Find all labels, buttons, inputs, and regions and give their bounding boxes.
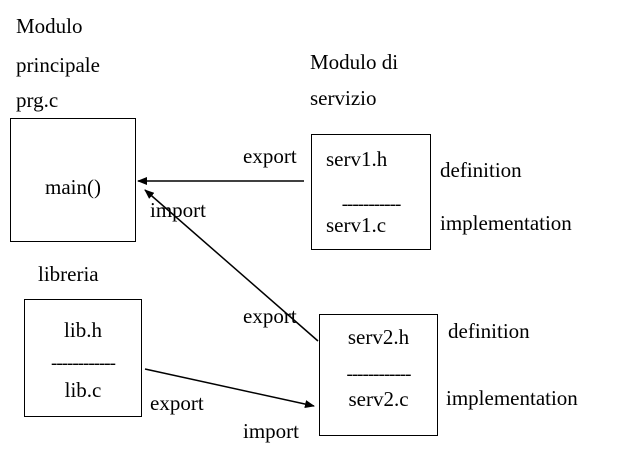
serv1-export-label: export: [243, 144, 297, 168]
library-header-label: lib.h: [64, 318, 102, 342]
main-module-box: main(): [10, 118, 136, 242]
lib-export-label: export: [150, 391, 204, 415]
serv2-box: serv2.h ------------ serv2.c: [319, 314, 438, 436]
main-module-title-line-3: prg.c: [16, 88, 59, 112]
main-import-label: import: [150, 198, 206, 222]
serv1-source-label: serv1.c: [326, 213, 387, 237]
main-module-title-line-2: principale: [16, 53, 100, 77]
serv1-implementation-label: implementation: [440, 211, 572, 235]
service-module-title-line-2: servizio: [310, 86, 377, 110]
serv2-source-label: serv2.c: [348, 387, 409, 411]
library-box: lib.h ------------ lib.c: [24, 299, 142, 417]
serv2-export-label: export: [243, 304, 297, 328]
serv1-definition-label: definition: [440, 158, 522, 182]
library-separator: ------------: [51, 353, 116, 374]
serv1-separator: -----------: [341, 194, 402, 215]
serv2-implementation-label: implementation: [446, 386, 578, 410]
library-title: libreria: [38, 262, 99, 286]
serv2-header-label: serv2.h: [347, 325, 410, 349]
serv2-definition-label: definition: [448, 319, 530, 343]
main-function-label: main(): [45, 175, 101, 199]
serv2-separator: ------------: [346, 364, 412, 385]
serv1-header-label: serv1.h: [326, 147, 388, 171]
serv2-import-label: import: [243, 419, 299, 443]
library-source-label: lib.c: [64, 378, 102, 402]
service-module-title-line-1: Modulo di: [310, 50, 399, 74]
serv1-box: serv1.h ----------- serv1.c: [311, 134, 431, 250]
main-module-title-line-1: Modulo: [16, 14, 83, 38]
